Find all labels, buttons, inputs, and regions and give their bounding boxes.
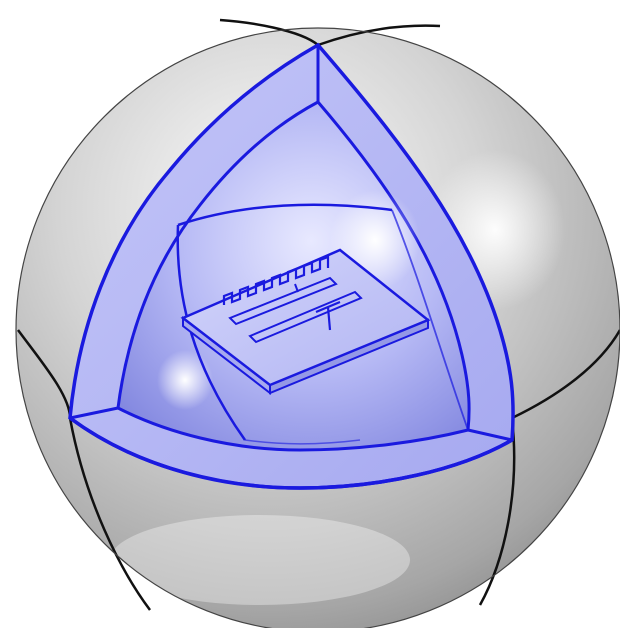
outer-sphere-lower-highlight [110,515,410,605]
inner-sphere-highlight-left [157,350,213,410]
